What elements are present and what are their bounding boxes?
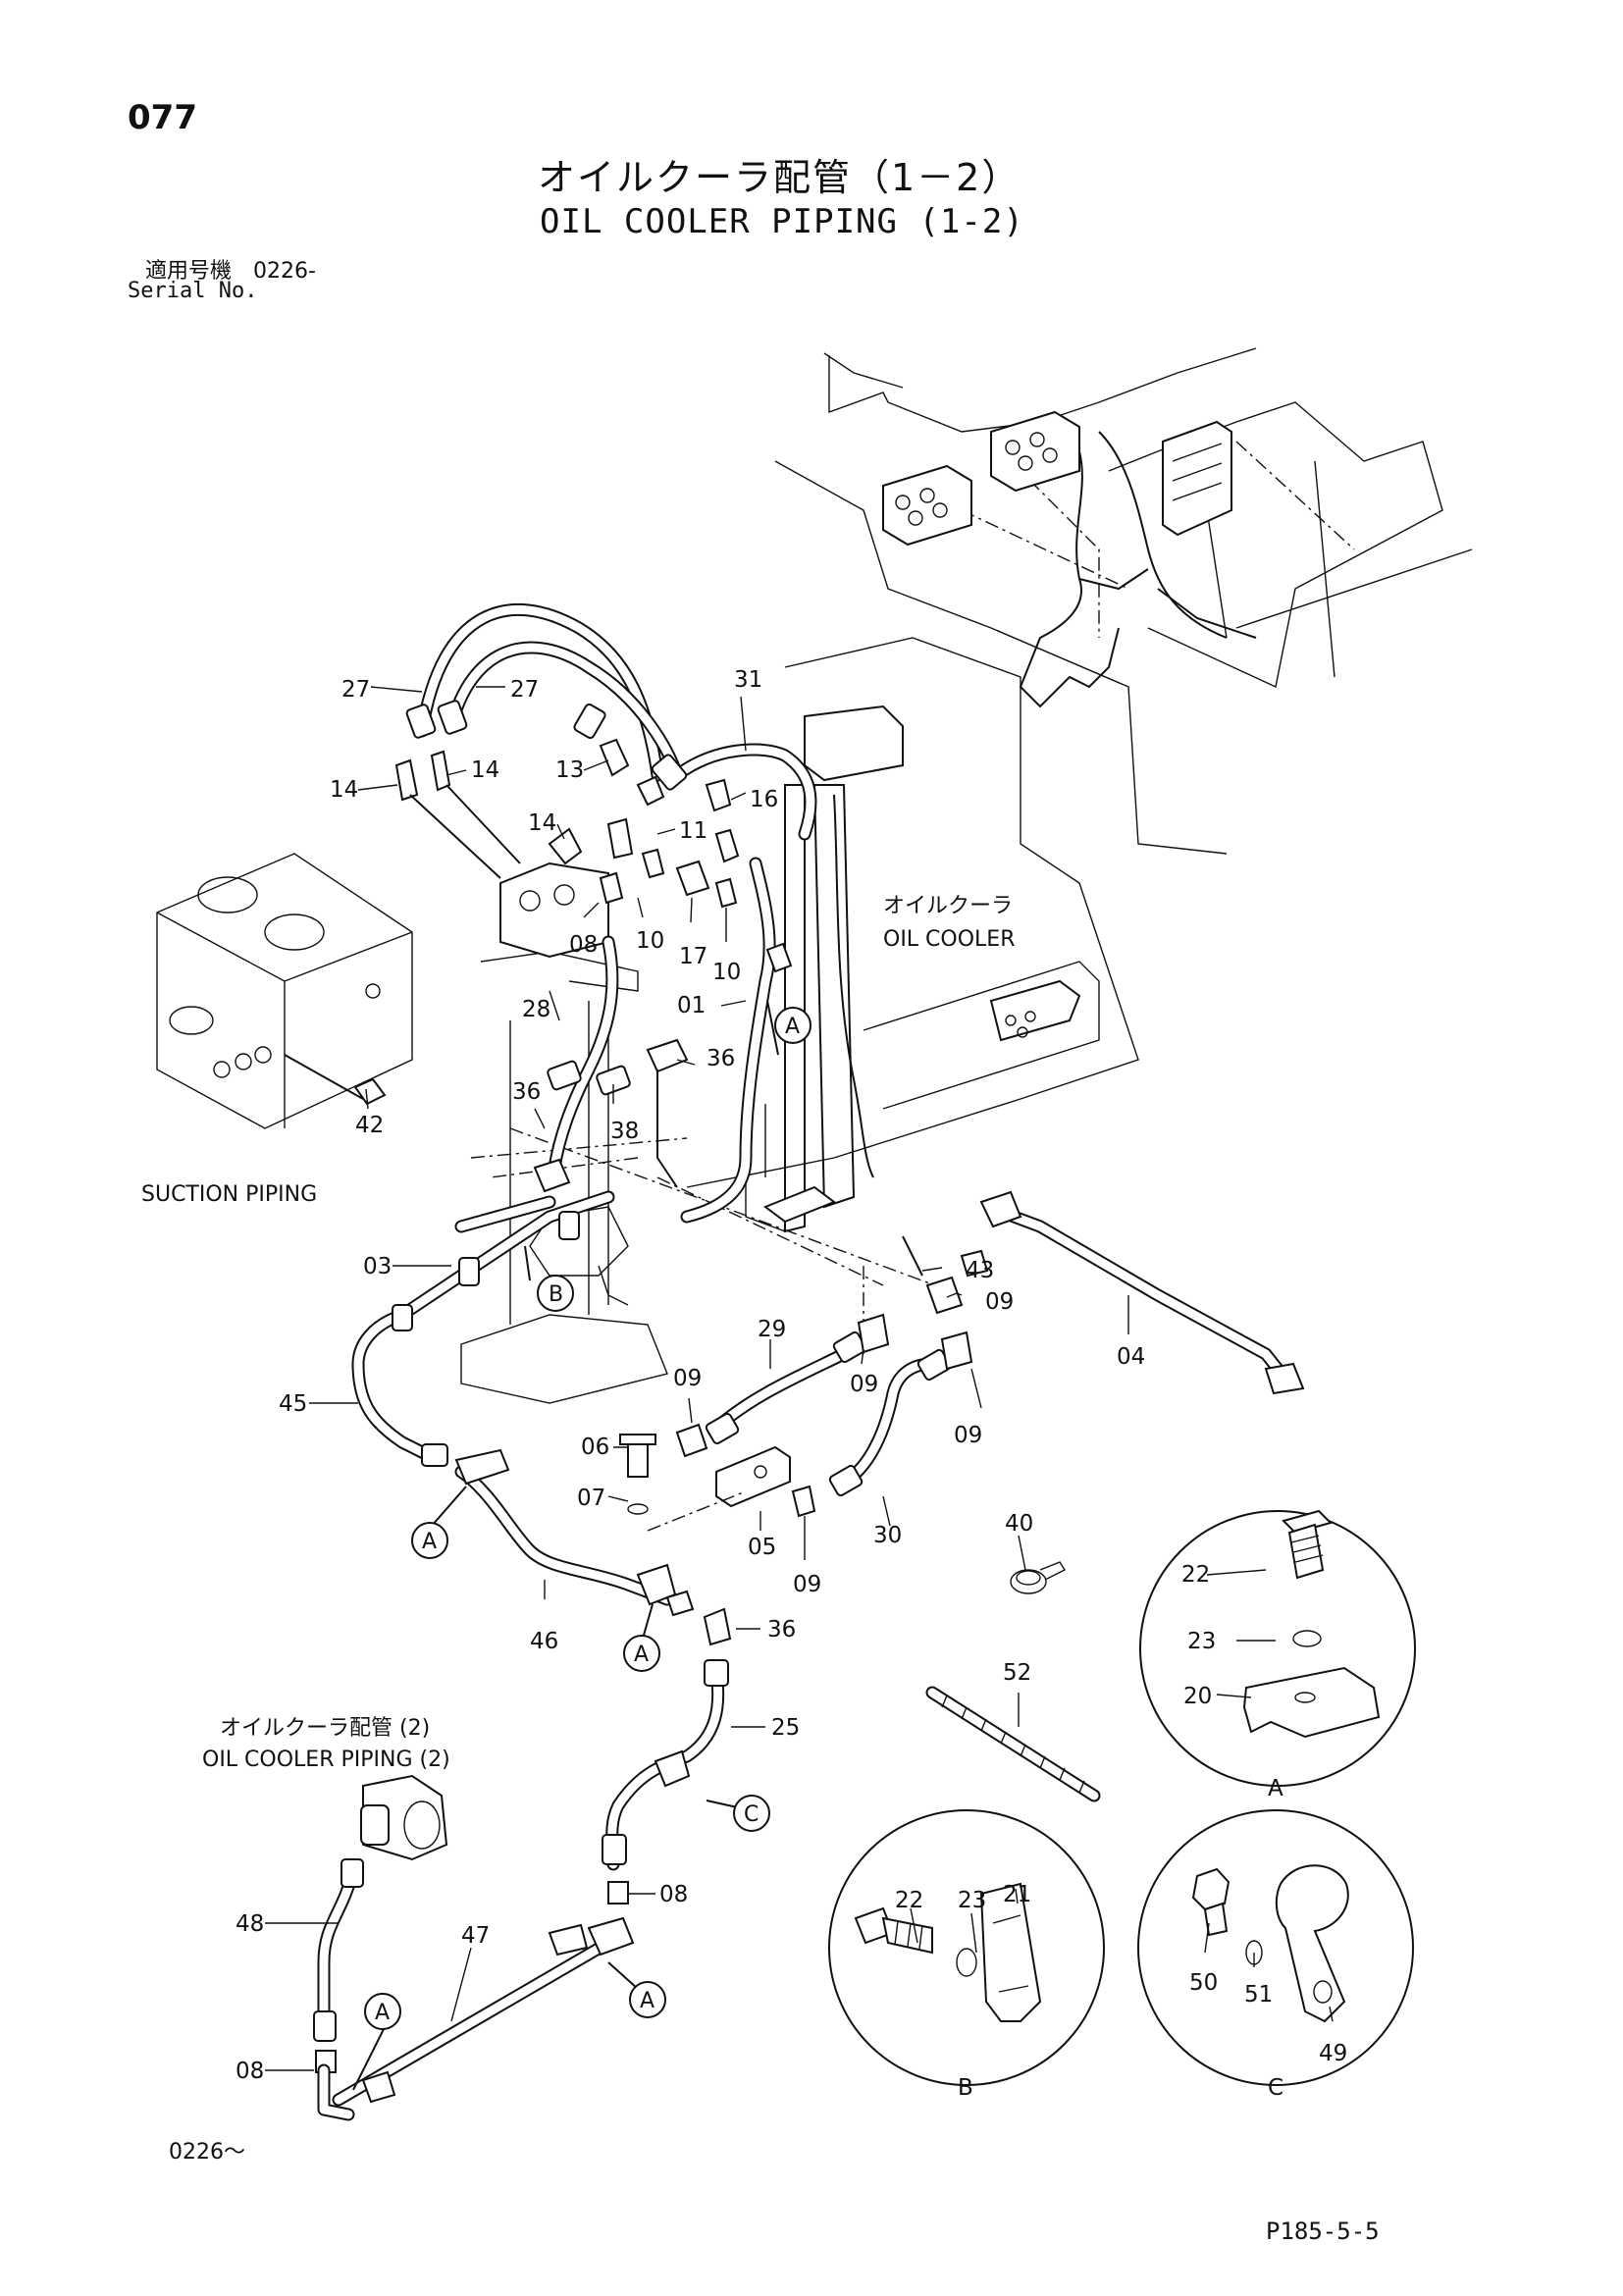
callout-36b: 36: [512, 1079, 541, 1105]
callout-06: 06: [581, 1435, 609, 1460]
serial-label-english: Serial No.: [128, 279, 258, 303]
oil-cooler-caption-en: OIL COOLER: [883, 927, 1016, 952]
callout-25: 25: [771, 1715, 800, 1741]
callout-14b: 14: [471, 757, 499, 783]
callout-03: 03: [363, 1254, 392, 1279]
callout-31: 31: [734, 667, 762, 693]
detail-ref-a1: A: [785, 1015, 800, 1039]
callout-30: 30: [873, 1523, 902, 1548]
page-number: 077: [128, 98, 197, 137]
clamp-40: [1010, 1561, 1067, 1594]
callout-43: 43: [966, 1258, 994, 1283]
detail-ref-a5: A: [640, 1989, 654, 2013]
callout-09b: 09: [673, 1366, 702, 1391]
pipe-01: [680, 857, 793, 1224]
detail-ref-b1: B: [549, 1282, 563, 1307]
title-english: OIL COOLER PIPING (1-2): [540, 202, 1024, 241]
hose-27: [405, 602, 684, 782]
fittings-upper: [394, 738, 740, 909]
suction-piping-caption: SUCTION PIPING: [141, 1182, 317, 1207]
detail-reference-markers: [352, 1000, 812, 2091]
callout-51: 51: [1244, 1982, 1273, 2008]
callout-08a: 08: [569, 932, 598, 958]
callout-04: 04: [1117, 1344, 1145, 1370]
oil-cooler-piping2-caption-jp: オイルクーラ配管 (2): [220, 1716, 430, 1741]
callout-10a: 10: [636, 928, 664, 954]
hose-48-pipe-47: [313, 1858, 635, 2121]
hose-45-pipe-46: [351, 1304, 732, 1646]
callout-27b: 27: [510, 677, 539, 703]
oil-cooler-caption-jp: オイルクーラ: [883, 894, 1013, 918]
callout-13: 13: [555, 757, 584, 783]
callout-49: 49: [1319, 2041, 1347, 2066]
serial-range-footer: 0226～: [169, 2140, 245, 2165]
callout-16: 16: [750, 787, 778, 812]
callout-46: 46: [530, 1629, 558, 1654]
callout-40: 40: [1005, 1511, 1033, 1537]
callout-09c: 09: [850, 1372, 878, 1397]
callout-48: 48: [236, 1911, 264, 1937]
callout-11: 11: [679, 818, 707, 844]
pipe-04: [902, 1190, 1305, 1395]
callout-36a: 36: [707, 1046, 735, 1071]
tube-52: [925, 1686, 1101, 1802]
detail-ref-a4: A: [375, 2001, 390, 2025]
hose-28: [533, 935, 689, 1193]
machine-frame: [774, 347, 1473, 855]
callout-20: 20: [1183, 1684, 1212, 1709]
callout-50: 50: [1189, 1970, 1218, 1996]
callout-23a: 23: [1187, 1629, 1216, 1654]
detail-ref-a2: A: [422, 1530, 437, 1554]
callout-47: 47: [461, 1923, 490, 1949]
callout-10b: 10: [712, 960, 741, 985]
pipe-03: [395, 1190, 615, 1322]
title-japanese: オイルクーラ配管（1－2）: [538, 156, 1021, 199]
hose-25: [602, 1659, 729, 1905]
detail-view-c-drawing: [1137, 1809, 1414, 2086]
callout-09d: 09: [954, 1423, 982, 1448]
detail-view-a-label: A: [1268, 1776, 1283, 1801]
callout-22a: 22: [1181, 1562, 1210, 1588]
callout-07: 07: [577, 1486, 605, 1511]
callout-14c: 14: [528, 810, 556, 836]
callout-52: 52: [1003, 1660, 1031, 1686]
callout-05: 05: [748, 1535, 776, 1560]
callout-45: 45: [279, 1391, 307, 1417]
detail-ref-c1: C: [744, 1802, 759, 1827]
callout-38: 38: [610, 1119, 639, 1144]
callout-28: 28: [522, 997, 550, 1022]
callout-42: 42: [355, 1113, 384, 1138]
callout-21: 21: [1003, 1882, 1031, 1907]
callout-01: 01: [677, 993, 706, 1018]
detail-view-b-drawing: [828, 1809, 1105, 2086]
callout-08b: 08: [659, 1882, 688, 1907]
oil-cooler-assembly: [686, 637, 1139, 1233]
callout-23b: 23: [958, 1888, 986, 1913]
callout-36c: 36: [767, 1617, 796, 1643]
hose-31: [651, 743, 817, 841]
oil-cooler-piping2-caption-en: OIL COOLER PIPING (2): [202, 1748, 450, 1772]
detail-view-c-label: C: [1268, 2075, 1283, 2101]
callout-09e: 09: [793, 1572, 821, 1597]
callout-09a: 09: [985, 1289, 1014, 1315]
serial-label-japanese: 適用号機 0226-: [145, 259, 316, 284]
detail-view-a-drawing: [1139, 1509, 1416, 1787]
callout-08c: 08: [236, 2059, 264, 2084]
callout-14a: 14: [330, 777, 358, 803]
leader-lines: [265, 686, 1334, 2071]
suction-piping-block: [156, 853, 413, 1129]
oil-cooler-piping-2-ref: [360, 1774, 448, 1861]
valve-body: [460, 861, 963, 1404]
callout-29: 29: [758, 1317, 786, 1342]
drawing-code: P185-5-5: [1266, 2218, 1380, 2245]
detail-ref-a3: A: [634, 1643, 649, 1667]
hoses-29-30: [619, 1313, 973, 1532]
callout-17: 17: [679, 944, 707, 969]
detail-view-b-label: B: [958, 2075, 973, 2101]
callout-27a: 27: [341, 677, 370, 703]
callout-22b: 22: [895, 1888, 923, 1913]
